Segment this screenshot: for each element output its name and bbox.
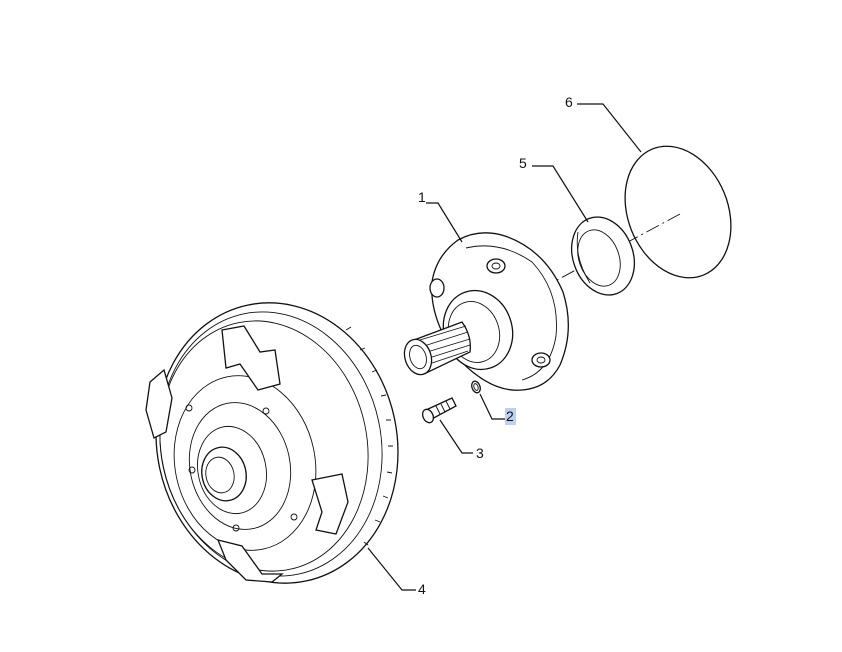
- callout-2-highlight: [505, 408, 516, 425]
- leader-line-4: [367, 547, 416, 591]
- part-5-seal[interactable]: [561, 208, 645, 304]
- part-2-o-ring[interactable]: [470, 380, 482, 394]
- callout-4[interactable]: 4: [418, 581, 426, 597]
- part-1-pump-housing[interactable]: [400, 232, 569, 391]
- part-4-torque-converter[interactable]: [130, 280, 423, 606]
- part-6-gasket[interactable]: [606, 130, 750, 294]
- callout-1[interactable]: 1: [418, 189, 426, 205]
- callout-6[interactable]: 6: [565, 94, 573, 110]
- leader-line-2: [479, 393, 505, 420]
- callout-2[interactable]: 2: [506, 408, 514, 424]
- callout-5[interactable]: 5: [519, 155, 527, 171]
- callout-3[interactable]: 3: [476, 445, 484, 461]
- leader-line-3: [439, 419, 473, 454]
- part-3-bolt[interactable]: [421, 397, 457, 424]
- leader-line-1: [426, 202, 463, 243]
- leader-line-5: [532, 165, 589, 223]
- leader-lines: [367, 103, 642, 591]
- leader-line-6: [577, 103, 642, 153]
